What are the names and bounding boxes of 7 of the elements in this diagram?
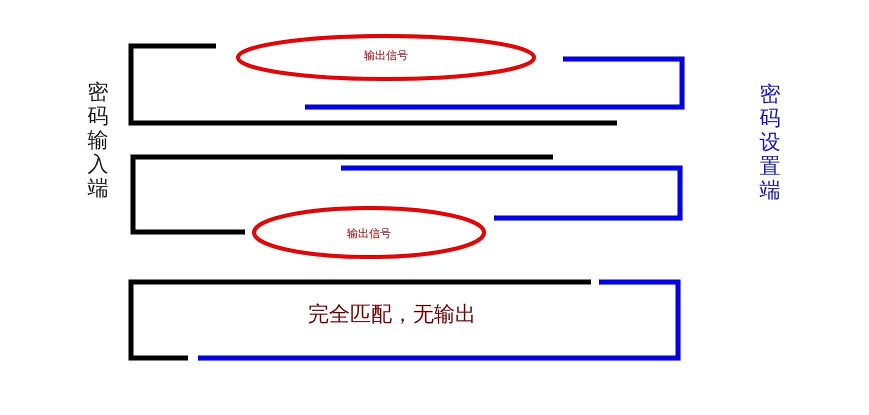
- match-note: 完全匹配，无输出: [308, 301, 476, 327]
- signal-label: 输出信号: [364, 49, 408, 62]
- signal-ellipse: [236, 34, 536, 81]
- side-label: 密码设置端: [759, 82, 781, 202]
- signal-label: 输出信号: [347, 227, 391, 240]
- signal-ellipse: [252, 206, 486, 259]
- side-label: 密码输入端: [87, 80, 109, 200]
